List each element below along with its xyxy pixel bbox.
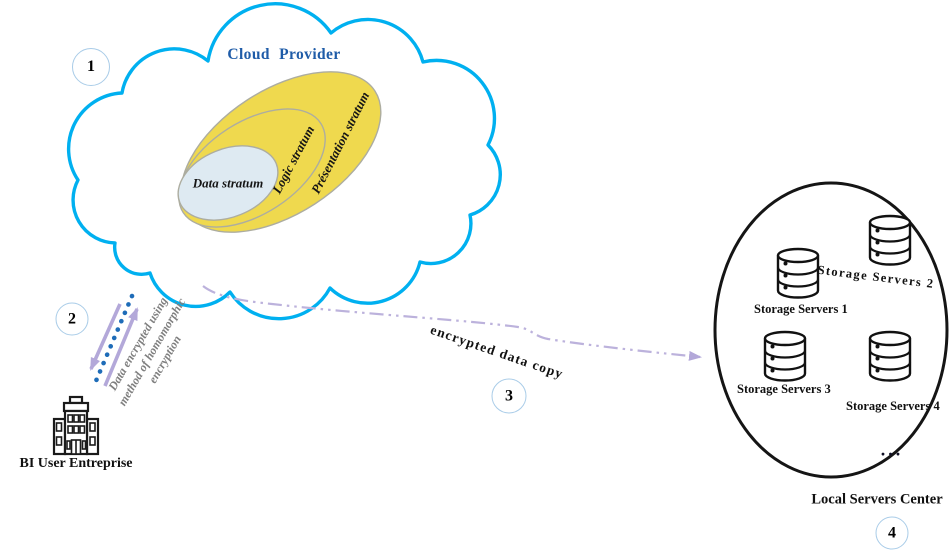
database-cylinder-icon: [868, 330, 912, 382]
encrypted-link-dotted-line: [93, 293, 135, 384]
encrypted-data-copy-line: [202, 285, 702, 361]
database-cylinder-icon: [776, 247, 820, 299]
step-3-badge: 3: [491, 378, 527, 414]
database-cylinder-icon: [868, 214, 912, 266]
storage-servers-3-label: Storage Servers 3: [737, 382, 831, 396]
storage-servers-1-label: Storage Servers 1: [754, 302, 848, 316]
bi-user-enterprise-label: BI User Entreprise: [19, 455, 133, 471]
database-cylinder-icon: [763, 330, 807, 382]
more-servers-ellipsis: ...: [880, 439, 904, 460]
data-stratum-ellipse: [177, 145, 279, 221]
cloud-provider-title: Cloud Provider: [227, 46, 341, 64]
local-servers-circle: [713, 181, 949, 479]
local-servers-center-label: Local Servers Center: [811, 491, 943, 508]
enterprise-building-icon: [52, 395, 100, 456]
step-4-badge: 4: [875, 516, 909, 550]
data-stratum-label: Data stratum: [192, 175, 264, 191]
download-arrow-icon: [89, 303, 122, 371]
step-2-badge: 2: [55, 302, 89, 336]
storage-servers-4-label: Storage Servers 4: [846, 399, 940, 413]
step-1-badge: 1: [72, 48, 110, 86]
upload-arrow-icon: [103, 307, 139, 387]
